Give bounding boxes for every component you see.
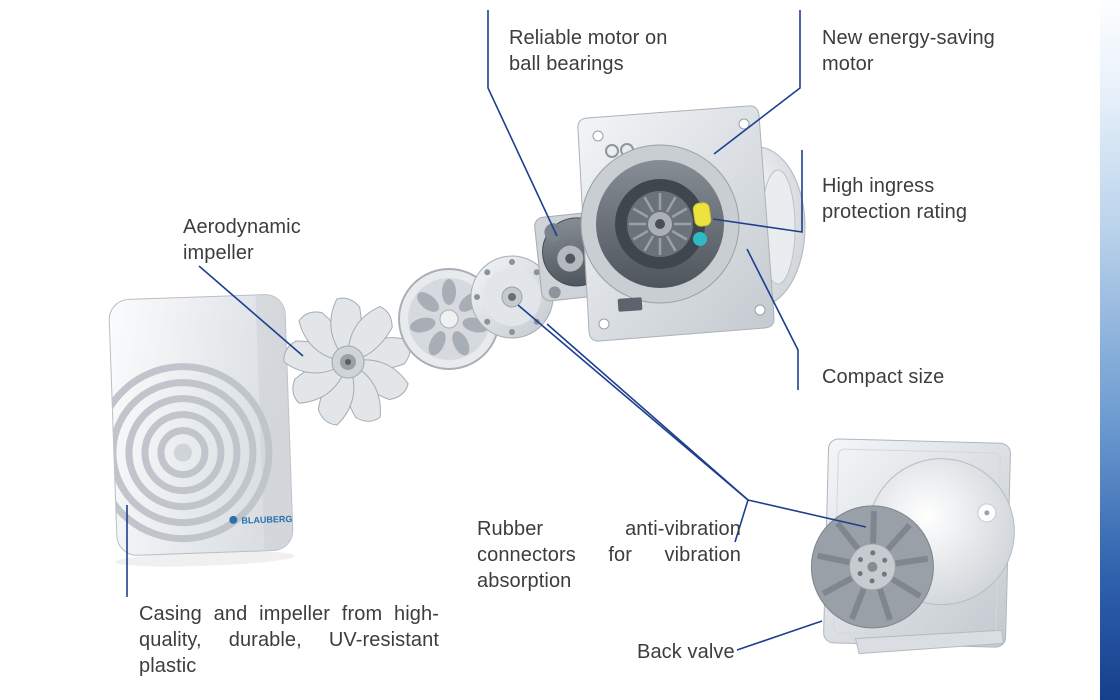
label-energy-saving-motor: New energy-saving motor	[822, 27, 995, 75]
leader-energy-saving	[713, 10, 801, 155]
leader-anti-vibration-a	[517, 304, 749, 543]
label-back-valve: Back valve	[637, 641, 735, 663]
label-reliable-motor: Reliable motor on ball bearings	[509, 27, 668, 75]
label-compact-size: Compact size	[822, 366, 945, 388]
leader-ingress	[712, 150, 803, 233]
accent-bar	[1100, 0, 1120, 700]
leader-lines	[126, 10, 867, 651]
leader-impeller	[198, 265, 304, 357]
front-casing-illustration: BLAUBERG	[108, 293, 295, 567]
leader-back-valve	[736, 620, 823, 651]
label-aerodynamic-impeller: Aerodynamic impeller	[183, 216, 301, 264]
assembled-fan-illustration	[810, 438, 1015, 655]
leader-reliable-motor	[487, 10, 558, 237]
brand-logo: BLAUBERG	[229, 514, 293, 526]
impeller-illustration	[280, 295, 412, 429]
indicator-highlight	[693, 232, 707, 246]
label-casing-material: Casing and impeller from high-quality, d…	[139, 603, 439, 677]
motor-plate-illustration	[577, 105, 806, 342]
leader-anti-vibration-c	[747, 499, 867, 528]
capacitor-highlight	[692, 202, 712, 227]
label-anti-vibration: Rubber anti-vibration connectors for vib…	[477, 518, 741, 592]
label-ingress-protection: High ingress protection rating	[822, 175, 968, 223]
leader-compact	[746, 248, 799, 390]
brand-logo-icon	[229, 515, 238, 524]
brand-logo-text: BLAUBERG	[241, 514, 292, 526]
back-valve-flap	[854, 629, 1005, 655]
leader-anti-vibration-b	[546, 323, 749, 501]
